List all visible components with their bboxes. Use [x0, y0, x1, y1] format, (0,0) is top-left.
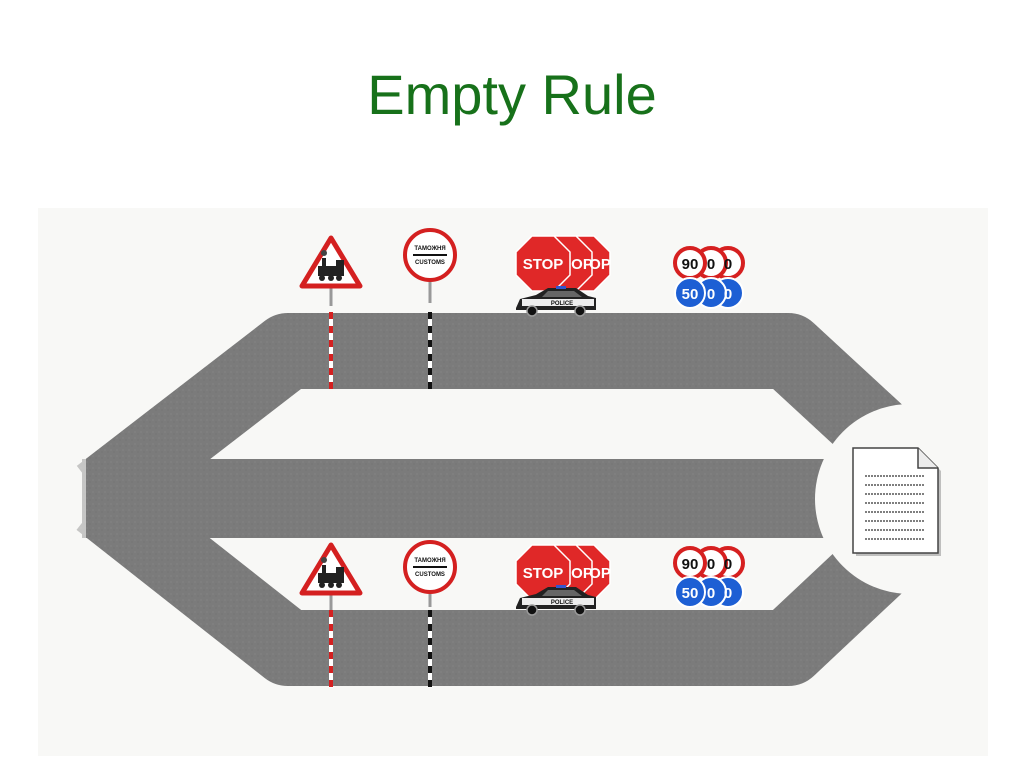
- customs-sign-label-ru: ТАМОЖНЯ: [414, 246, 445, 252]
- min-speed-label: 50: [682, 286, 699, 303]
- police-car-icon: POLICE: [516, 585, 596, 616]
- max-speed-label-partial: 0: [724, 556, 732, 573]
- speed-limit-sign-icon: 90 0 0: [673, 246, 745, 280]
- slide-title: Empty Rule: [367, 63, 657, 126]
- police-car-icon: POLICE: [516, 286, 596, 317]
- min-speed-label-partial: 0: [724, 585, 732, 602]
- stop-sign-label-partial: OP: [571, 565, 593, 582]
- min-speed-label: 50: [682, 585, 699, 602]
- customs-sign-icon: ТАМОЖНЯ CUSTOMS: [403, 228, 457, 303]
- lower-road: [76, 470, 945, 686]
- max-speed-label: 90: [682, 256, 699, 273]
- min-speed-label-partial: 0: [707, 286, 715, 303]
- stop-sign-label-partial: OP: [589, 565, 611, 582]
- upper-road: [76, 313, 944, 527]
- min-speed-label-partial: 0: [724, 286, 732, 303]
- max-speed-label: 90: [682, 556, 699, 573]
- stop-sign-label: STOP: [523, 256, 564, 273]
- max-speed-label-partial: 0: [707, 556, 715, 573]
- road-network: [76, 313, 945, 686]
- speed-limit-sign-icon: 90 0 0: [673, 546, 745, 580]
- min-speed-label-partial: 0: [707, 585, 715, 602]
- max-speed-label-partial: 0: [707, 256, 715, 273]
- customs-sign-icon: ТАМОЖНЯ CUSTOMS: [403, 540, 457, 607]
- min-speed-sign-icon: 50 0 0: [674, 277, 744, 309]
- main-road: [82, 459, 912, 538]
- stop-sign-label-partial: OP: [571, 256, 593, 273]
- stop-sign-label: STOP: [523, 565, 564, 582]
- road-diagram-svg: ТАМОЖНЯ CUSTOMS STOP OP OP POLICE 90 0 0…: [76, 228, 988, 688]
- railway-crossing-sign-icon: [299, 235, 363, 306]
- customs-sign-label-en: CUSTOMS: [415, 260, 445, 266]
- police-label: POLICE: [551, 301, 573, 307]
- customs-sign-label-ru: ТАМОЖНЯ: [414, 558, 445, 564]
- stop-signs-upper: STOP OP OP: [515, 235, 611, 292]
- min-speed-sign-icon: 50 0 0: [674, 576, 744, 608]
- railway-crossing-sign-icon: [299, 542, 363, 613]
- document-icon: [852, 447, 941, 556]
- police-label: POLICE: [551, 600, 573, 606]
- stop-sign-label-partial: OP: [589, 256, 611, 273]
- customs-sign-label-en: CUSTOMS: [415, 572, 445, 578]
- road-diagram: ТАМОЖНЯ CUSTOMS STOP OP OP POLICE 90 0 0…: [38, 208, 988, 756]
- max-speed-label-partial: 0: [724, 256, 732, 273]
